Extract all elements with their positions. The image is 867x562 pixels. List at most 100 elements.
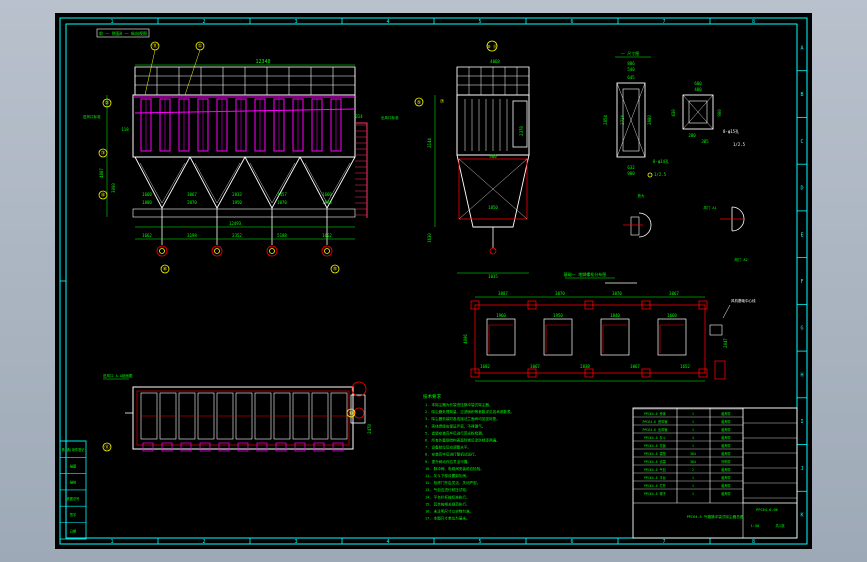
detail-dim: 280 xyxy=(688,133,696,138)
anchor-bolt xyxy=(698,300,708,310)
base-dim: 2352 xyxy=(232,233,242,238)
detail-b-note: 8-φ15孔 xyxy=(723,128,739,134)
plan-dim: 3067 xyxy=(630,364,640,369)
zone-number: 8 xyxy=(752,539,755,545)
hopper-stiffener xyxy=(249,162,296,204)
pulse-valve xyxy=(218,442,230,452)
side-hopper-hidden xyxy=(458,158,528,220)
bom-type: 外购件 xyxy=(721,459,731,464)
zone-number: 7 xyxy=(662,539,665,545)
hopper-curve xyxy=(659,324,684,353)
top-view-outline xyxy=(132,386,354,450)
pulse-valve xyxy=(275,442,287,452)
anchor-bolt xyxy=(714,360,726,380)
bay-dim: 1880 xyxy=(142,200,152,205)
bom-qty: 1 xyxy=(692,412,694,416)
bom-part: PPC64-6 出风管 xyxy=(643,427,668,432)
bom-part: PPC64-6 滤袋 xyxy=(644,459,667,464)
pitch-symbol xyxy=(647,172,653,178)
rotary-valve xyxy=(321,245,333,257)
bom-type: 组焊件 xyxy=(721,443,731,448)
note-line: 16. 未注明尺寸以实物为准。 xyxy=(425,509,473,514)
zone-number: 3 xyxy=(294,539,297,545)
callout-bubble xyxy=(98,148,108,158)
note-line: 8. 安装完毕后进行整机试运行。 xyxy=(425,452,478,457)
callout-bubble xyxy=(330,264,340,274)
callout-bubble xyxy=(102,442,112,452)
leader-line xyxy=(722,304,731,319)
rotary-valve-hub xyxy=(214,248,220,254)
stamp-label: 借(通)用件登记 xyxy=(62,447,86,452)
rotary-valve xyxy=(211,245,223,257)
detail-label: 风门 A1 xyxy=(703,205,716,210)
plan-dim: 3067 xyxy=(669,291,679,296)
height-dim: 3000 xyxy=(111,183,116,193)
hopper-curve xyxy=(545,324,570,353)
fan-base xyxy=(709,324,723,336)
anchor-bolt xyxy=(527,368,537,378)
callout-number: ⑦ xyxy=(440,99,445,105)
detail-a-frame xyxy=(616,82,646,158)
mid-dim: 480 xyxy=(489,154,497,159)
drawing-name: PPC64-6 气箱脉冲袋式除尘器总图 xyxy=(687,514,744,519)
bom-qty: 384 xyxy=(690,460,696,464)
drawing-number: PPC64-6-00 xyxy=(756,508,778,512)
overall-length-dim: 12340 xyxy=(255,59,270,65)
inlet-label: 进风口标准 xyxy=(83,114,101,119)
bom-type: 组焊件 xyxy=(721,491,731,496)
height-dim: 118 xyxy=(121,127,129,132)
callout-number: ⑩ ⑪ xyxy=(487,43,497,49)
anchor-bolt xyxy=(527,300,537,310)
callout-bubble xyxy=(346,408,356,418)
hopper-stiffener xyxy=(139,162,186,204)
top-view-inner xyxy=(136,390,350,446)
bay-dim: 1660 xyxy=(322,192,332,197)
bay-dim: 3457 xyxy=(277,192,287,197)
plan-outline xyxy=(474,304,706,374)
bom-part: PPC64-6 袋笼 xyxy=(644,451,667,456)
note-line: 14. 平台栏杆按标准执行。 xyxy=(425,494,470,499)
sheet-count: 共1张 xyxy=(775,523,785,528)
inlet-duct xyxy=(134,108,356,114)
bay-dim: 1070 xyxy=(277,200,287,205)
detail-dim: 645 xyxy=(627,75,635,80)
base-dim: 1662 xyxy=(142,233,152,238)
rotary-valve xyxy=(266,245,278,257)
plan-title: 基础一 地脚螺栓分布图 xyxy=(564,271,606,277)
plan-dim: 4006 xyxy=(463,334,468,344)
bom-type: 组焊件 xyxy=(721,475,731,480)
stamp-label: 签字 xyxy=(70,512,76,517)
note-line: 7. 设备就位后应调整水平。 xyxy=(425,445,471,450)
zone-letter: G xyxy=(800,326,803,332)
valve-a1-arc xyxy=(638,212,652,238)
zone-letter: K xyxy=(800,513,803,519)
pulse-valve xyxy=(313,442,325,452)
detail-dim: 886 xyxy=(627,61,635,66)
detail-b-pitch: 1/2.5 xyxy=(733,142,746,147)
span-dim: 12493 xyxy=(229,221,242,226)
zone-number: 6 xyxy=(570,19,573,25)
callout-number: ⑤ xyxy=(417,100,422,106)
detail-label: 风门 A2 xyxy=(734,257,747,262)
detail-dim: 480 xyxy=(694,87,702,92)
zone-number: 2 xyxy=(202,19,205,25)
detail-b-diagonal xyxy=(682,94,714,130)
zone-letter: F xyxy=(800,279,803,285)
bom-part: PPC64-6 气包 xyxy=(644,467,667,472)
bom-type: 组焊件 xyxy=(721,451,731,456)
zone-number: 1 xyxy=(110,539,113,545)
detail-dim: 2880 xyxy=(647,115,652,125)
pulse-valve xyxy=(199,442,211,452)
detail-dim: 900 xyxy=(717,109,722,117)
base-dim: 1035 xyxy=(488,274,498,279)
pulse-valve xyxy=(180,442,192,452)
note-line: 2. 除尘器处理风量、过滤面积等参数详见技术参数表。 xyxy=(425,409,514,414)
callout-bubble xyxy=(98,190,108,200)
top-dim: 4068 xyxy=(490,59,500,64)
plan-dim: 1652 xyxy=(680,364,690,369)
bay-dim: 2070 xyxy=(187,200,197,205)
bom-part: PPC64-6 平台 xyxy=(644,475,666,480)
rotary-valve-hub xyxy=(159,248,165,254)
